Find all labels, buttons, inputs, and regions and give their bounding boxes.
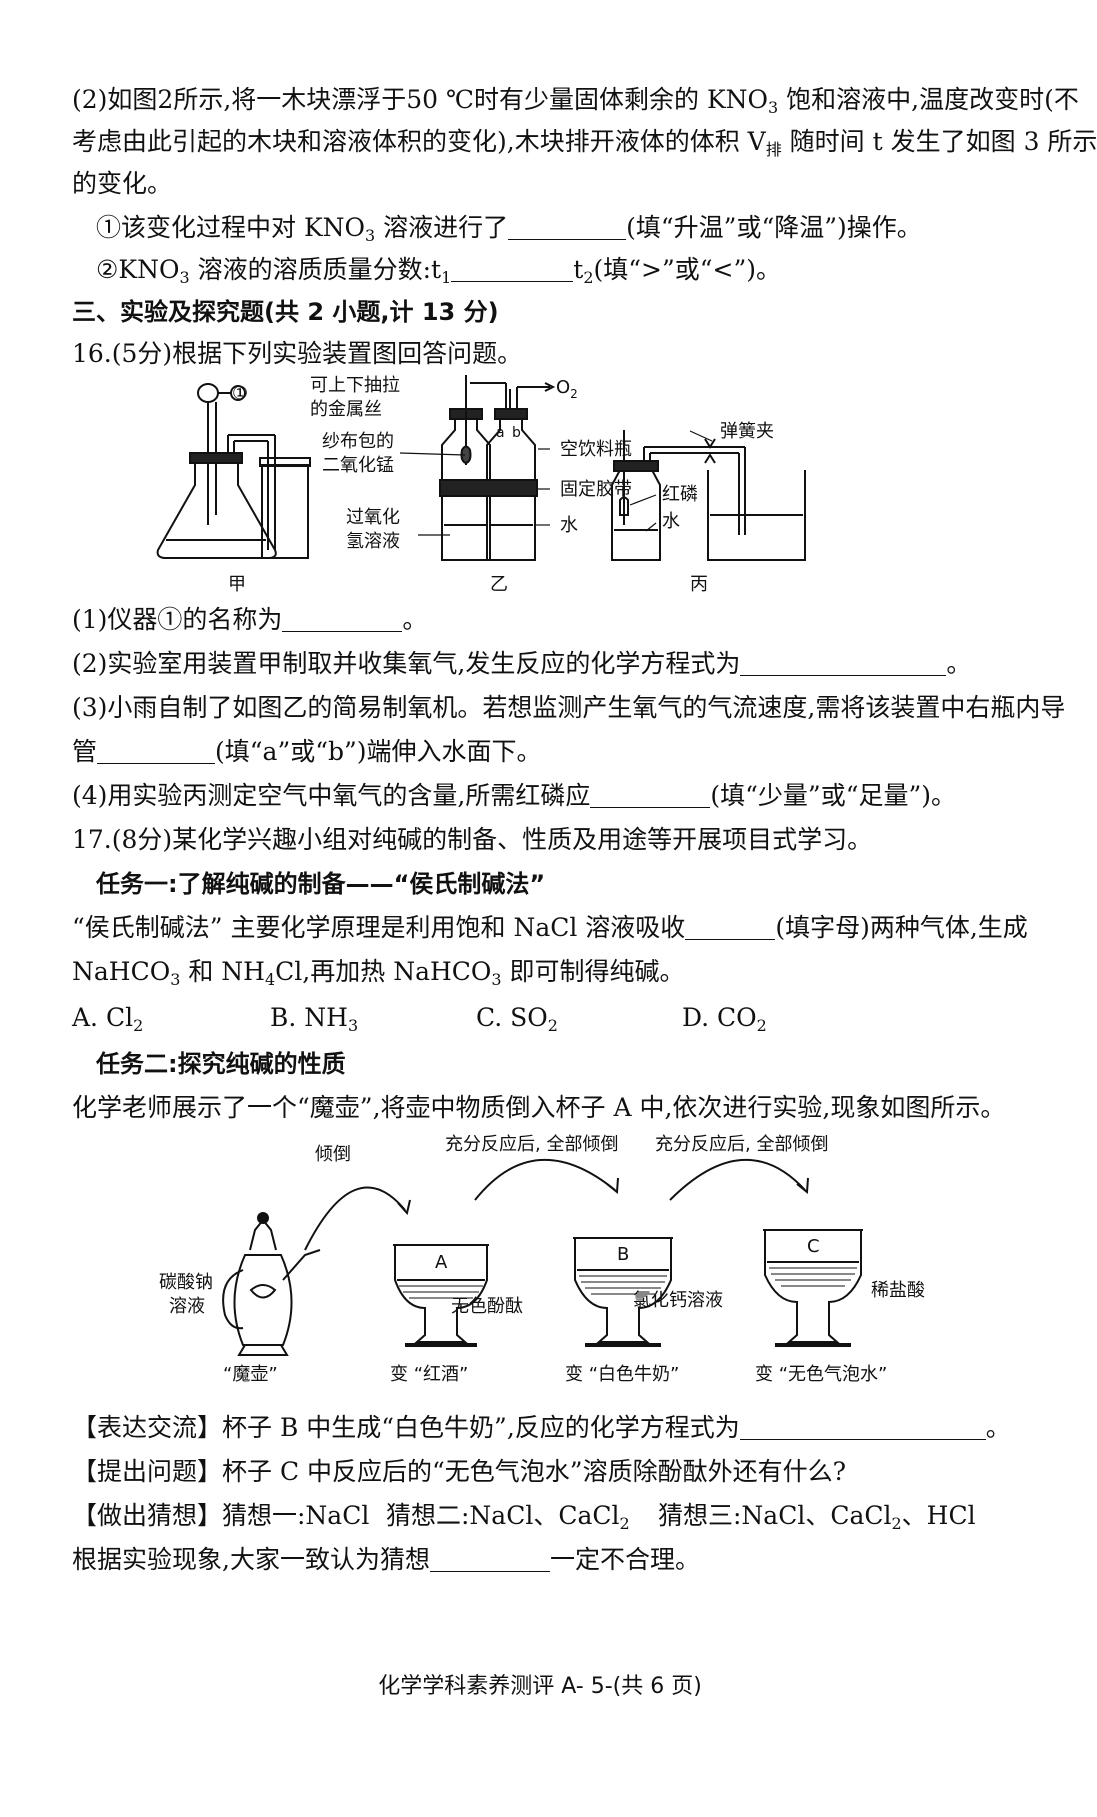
fig-label-jia: 甲 [228, 574, 246, 595]
option-a[interactable]: A. Cl2 [72, 1003, 144, 1035]
label-red-p: 红磷 [662, 484, 698, 505]
label-cup-b: B [617, 1244, 629, 1265]
label-react-1: 充分反应后, 全部倾倒 [445, 1134, 618, 1155]
option-c[interactable]: C. SO2 [476, 1003, 558, 1035]
answer-blank[interactable] [282, 605, 403, 632]
label-cacl2: 氯化钙溶液 [633, 1290, 723, 1311]
cup-c [763, 1229, 863, 1347]
apparatus-bing [611, 430, 806, 561]
apparatus-yi [439, 375, 556, 561]
label-red-wine: 变 “红酒” [390, 1364, 468, 1385]
arrow-react-2 [669, 1159, 806, 1201]
q16-p2: (2)实验室用装置甲制取并收集氧气,发生反应的化学方程式为。 [72, 649, 972, 678]
q17-magic-pot-figure: 倾倒 充分反应后, 全部倾倒 充分反应后, 全部倾倒 碳酸钠 溶液 “魔壶” A… [159, 1134, 925, 1385]
label-bubble-water: 变 “无色气泡水” [755, 1364, 887, 1385]
label-cup-a: A [435, 1252, 448, 1273]
cup-b [573, 1237, 673, 1347]
q17-task2-intro: 化学老师展示了一个“魔壶”,将壶中物质倒入杯子 A 中,依次进行实验,现象如图所… [72, 1093, 1006, 1122]
q17-task1-title: 任务一:了解纯碱的制备——“侯氏制碱法” [96, 870, 546, 898]
q17-task2-title: 任务二:探究纯碱的性质 [96, 1050, 346, 1078]
label-wire-2: 的金属丝 [310, 399, 382, 420]
answer-blank[interactable] [739, 1413, 986, 1440]
label-phenolphthalein: 无色酚酞 [451, 1296, 523, 1317]
q15-sub1: ①该变化过程中对 KNO3 溶液进行了(填“升温”或“降温”)操作。 [96, 213, 922, 245]
label-a: a [496, 425, 505, 441]
answer-blank[interactable] [685, 913, 776, 940]
arrow-react-1 [474, 1159, 616, 1201]
label-water-2: 水 [662, 511, 680, 532]
fig-label-bing: 丙 [690, 574, 708, 595]
label-tape: 固定胶带 [560, 479, 632, 500]
label-water: 水 [560, 515, 578, 536]
q16-apparatus-figure: 甲 乙 丙 ① 可上下抽拉 的金属丝 O2 纱布包的 二氧化锰 空饮料瓶 固定胶… [156, 375, 806, 595]
q16-p3-line2: 管(填“a”或“b”)端伸入水面下。 [72, 737, 542, 766]
page-footer: 化学学科素养测评 A- 5-(共 6 页) [378, 1674, 702, 1699]
label-mno2-1: 纱布包的 [322, 431, 394, 452]
q15-part2-line3: 的变化。 [72, 169, 173, 198]
label-wire-1: 可上下抽拉 [310, 375, 400, 396]
answer-blank[interactable] [451, 255, 574, 282]
q15-part2-line2: 考虑由此引起的木块和溶液体积的变化),木块排开液体的体积 V排 随时间 t 发生… [72, 127, 1097, 159]
q17-stem: 17.(8分)某化学兴趣小组对纯碱的制备、性质及用途等开展项目式学习。 [72, 825, 873, 854]
apparatus-jia [156, 383, 311, 559]
label-white-milk: 变 “白色牛奶” [565, 1364, 679, 1385]
section-title: 三、实验及探究题(共 2 小题,计 13 分) [72, 298, 499, 326]
label-clamp: 弹簧夹 [720, 421, 774, 442]
label-o2: O2 [556, 377, 578, 401]
label-magic-pot: “魔壶” [223, 1364, 278, 1385]
label-react-2: 充分反应后, 全部倾倒 [655, 1134, 828, 1155]
answer-blank[interactable] [429, 1545, 550, 1572]
label-cup-c: C [807, 1236, 820, 1257]
fig-label-yi: 乙 [490, 574, 508, 595]
q17-task1-line1: “侯氏制碱法” 主要化学原理是利用饱和 NaCl 溶液吸收(填字母)两种气体,生… [72, 913, 1028, 942]
q17-express: 【表达交流】杯子 B 中生成“白色牛奶”,反应的化学方程式为。 [72, 1413, 1011, 1442]
q15-part2-line1: (2)如图2所示,将一木块漂浮于50 ℃时有少量固体剩余的 KNO3 饱和溶液中… [72, 85, 1079, 117]
answer-blank[interactable] [97, 737, 216, 764]
answer-blank[interactable] [740, 649, 947, 676]
label-hcl: 稀盐酸 [871, 1280, 925, 1301]
label-bottle: 空饮料瓶 [560, 439, 632, 460]
label-na2co3-2: 溶液 [169, 1296, 205, 1317]
label-h2o2-1: 过氧化 [346, 507, 400, 528]
arrow-pour [304, 1186, 406, 1251]
q17-guesses: 【做出猜想】猜想一:NaCl 猜想二:NaCl、CaCl2 猜想三:NaCl、C… [72, 1501, 976, 1533]
option-d[interactable]: D. CO2 [682, 1003, 767, 1035]
answer-blank[interactable] [590, 781, 711, 808]
q16-p3-line1: (3)小雨自制了如图乙的简易制氧机。若想监测产生氧气的气流速度,需将该装置中右瓶… [72, 693, 1066, 722]
q17-judge: 根据实验现象,大家一致认为猜想一定不合理。 [72, 1545, 700, 1574]
label-circle-1: ① [232, 383, 248, 404]
q16-p4: (4)用实验丙测定空气中氧气的含量,所需红磷应(填“少量”或“足量”)。 [72, 781, 957, 810]
answer-blank[interactable] [508, 213, 627, 240]
q17-task1-line2: NaHCO3 和 NH4Cl,再加热 NaHCO3 即可制得纯碱。 [72, 957, 685, 989]
magic-pot-icon [222, 1212, 321, 1356]
label-b: b [512, 425, 521, 441]
cup-a [393, 1244, 489, 1347]
label-na2co3-1: 碳酸钠 [159, 1272, 213, 1293]
q17-question: 【提出问题】杯子 C 中反应后的“无色气泡水”溶质除酚酞外还有什么? [72, 1457, 846, 1486]
label-pour: 倾倒 [315, 1144, 351, 1165]
q16-stem: 16.(5分)根据下列实验装置图回答问题。 [72, 339, 523, 368]
q16-p1: (1)仪器①的名称为。 [72, 605, 428, 634]
option-b[interactable]: B. NH3 [270, 1003, 359, 1035]
label-mno2-2: 二氧化锰 [322, 455, 394, 476]
label-h2o2-2: 氢溶液 [346, 531, 400, 552]
